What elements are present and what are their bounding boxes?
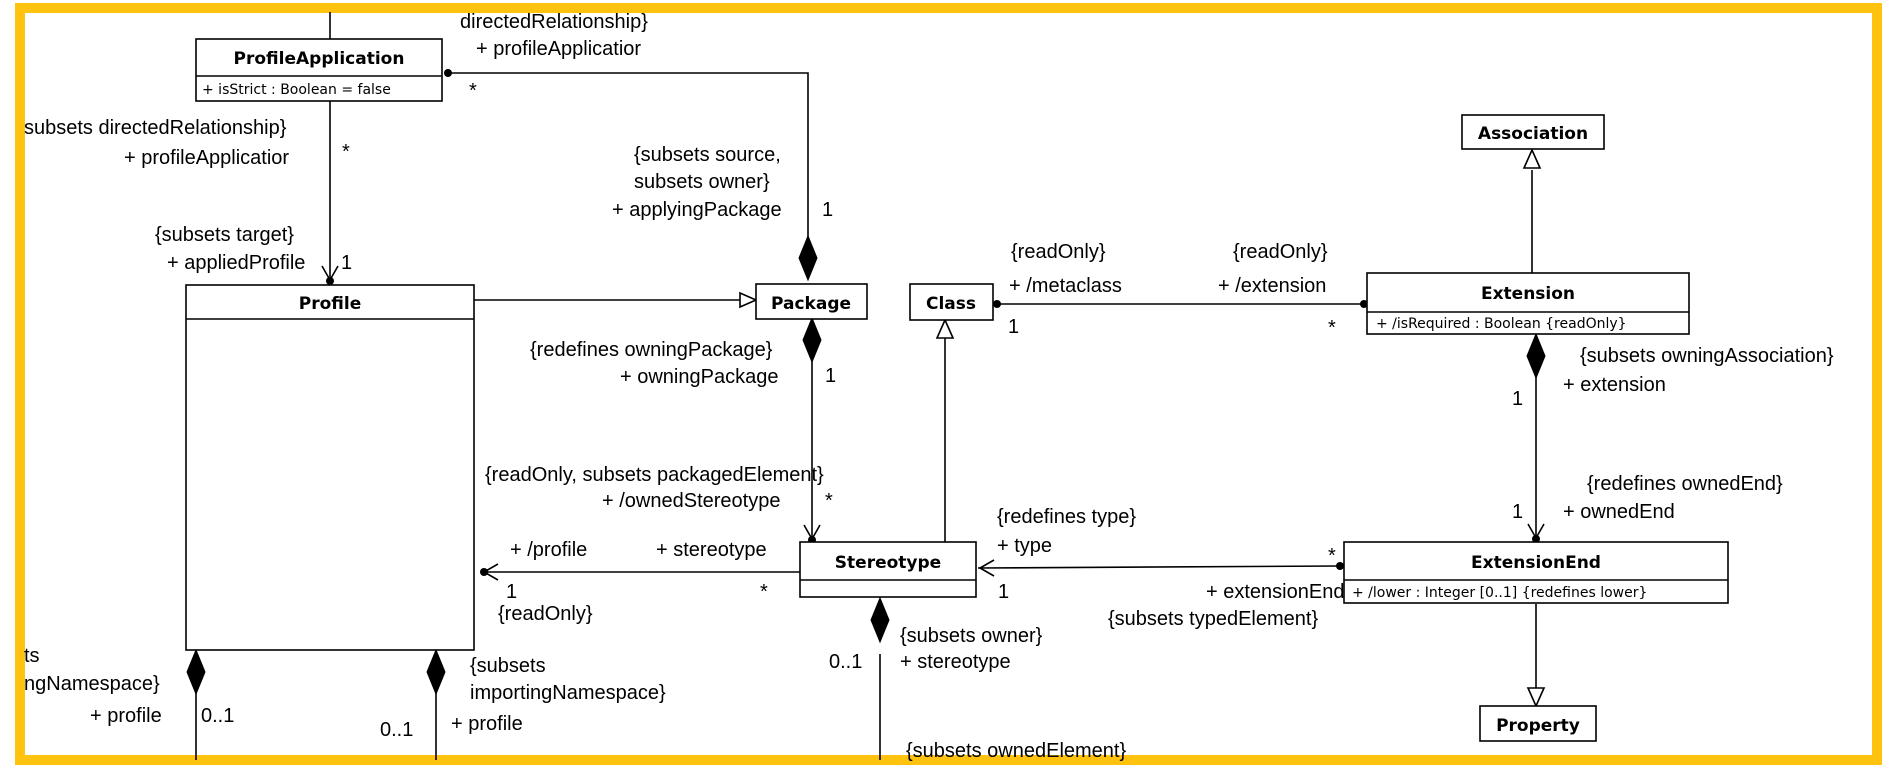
role-label: + profileApplicatior — [476, 38, 641, 60]
ownership-dot — [1532, 535, 1540, 543]
multiplicity-label: * — [760, 581, 768, 603]
ownership-dot — [1336, 562, 1344, 570]
navigable-arrow — [978, 559, 995, 577]
role-label: subsets owner} — [634, 171, 770, 193]
composition-diamond — [426, 648, 446, 696]
multiplicity-label: 1 — [1512, 501, 1523, 523]
class-package[interactable]: Package — [755, 283, 868, 320]
profile-application-to-package-edge — [448, 72, 809, 258]
class-attribute: + /lower : Integer [0..1] {redefines low… — [1352, 585, 1647, 601]
multiplicity-label: 0..1 — [829, 651, 862, 673]
ownership-dot — [326, 277, 334, 285]
role-label: {subsets owningAssociation} — [1580, 345, 1834, 367]
generalization-arrow — [739, 291, 758, 309]
multiplicity-label: 1 — [825, 365, 836, 387]
role-label: {subsets source, — [634, 144, 781, 166]
role-label: + /metaclass — [1009, 275, 1122, 297]
role-label: + owningPackage — [620, 366, 778, 388]
class-name: Association — [1478, 124, 1588, 144]
role-label: {redefines type} — [997, 506, 1136, 528]
class-property[interactable]: Property — [1479, 705, 1597, 742]
composition-diamond — [186, 648, 206, 696]
class-name: Extension — [1481, 284, 1575, 304]
role-label: + /profile — [510, 539, 587, 561]
class-name: ProfileApplication — [234, 49, 405, 69]
role-label: + profileApplicatior — [124, 147, 289, 169]
composition-diamond — [798, 234, 818, 282]
role-label: {subsets ownedElement} — [906, 740, 1126, 762]
role-label: {subsets typedElement} — [1108, 608, 1318, 630]
multiplicity-label: * — [1328, 545, 1336, 567]
role-label: {subsets target} — [155, 224, 294, 246]
role-label: + /ownedStereotype — [602, 490, 780, 512]
role-label: + ownedEnd — [1563, 501, 1675, 523]
role-label: {readOnly} — [1011, 241, 1106, 263]
multiplicity-label: * — [1328, 317, 1336, 339]
role-label: + extension — [1563, 374, 1666, 396]
role-label: + extensionEnd — [1206, 581, 1344, 603]
ownership-dot — [1360, 300, 1368, 308]
class-attribute: + isStrict : Boolean = false — [202, 82, 391, 98]
class-name: Profile — [299, 294, 361, 314]
role-label: {redefines ownedEnd} — [1587, 473, 1783, 495]
class-class[interactable]: Class — [909, 283, 994, 321]
role-label: + type — [997, 535, 1052, 557]
composition-diamond — [802, 316, 822, 364]
multiplicity-label: * — [825, 490, 833, 512]
multiplicity-label: 1 — [1512, 388, 1523, 410]
extension-end-to-stereotype-edge — [977, 565, 1341, 569]
role-label: {readOnly} — [1233, 241, 1328, 263]
ownership-dot — [480, 568, 488, 576]
role-label: {readOnly} — [498, 603, 593, 625]
role-label: directedRelationship} — [460, 11, 648, 33]
composition-diamond — [870, 596, 890, 644]
role-label: ts — [24, 645, 40, 667]
role-label: importingNamespace} — [470, 682, 666, 704]
composition-diamond — [1526, 332, 1546, 380]
class-extension[interactable]: Extension + /isRequired : Boolean {readO… — [1366, 272, 1690, 335]
role-label: {subsets — [470, 655, 546, 677]
class-name: Package — [771, 294, 851, 314]
multiplicity-label: 1 — [341, 252, 352, 274]
multiplicity-label: 1 — [998, 581, 1009, 603]
class-name: Property — [1496, 716, 1580, 736]
diagram-frame — [15, 3, 1882, 765]
multiplicity-label: 0..1 — [201, 705, 234, 727]
multiplicity-label: * — [342, 141, 350, 163]
class-name: ExtensionEnd — [1471, 553, 1601, 573]
class-attribute: + /isRequired : Boolean {readOnly} — [1376, 316, 1627, 332]
role-label: + stereotype — [656, 539, 767, 561]
class-association[interactable]: Association — [1461, 114, 1605, 150]
role-label: + applyingPackage — [612, 199, 782, 221]
class-profile[interactable]: Profile — [185, 284, 475, 651]
role-label: + /extension — [1218, 275, 1326, 297]
ownership-dot — [444, 69, 452, 77]
role-label: + profile — [90, 705, 162, 727]
role-label: {readOnly, subsets packagedElement} — [485, 464, 824, 486]
class-stereotype[interactable]: Stereotype — [799, 541, 977, 598]
role-label: + stereotype — [900, 651, 1011, 673]
class-name: Stereotype — [835, 553, 941, 573]
ownership-dot — [993, 300, 1001, 308]
multiplicity-label: * — [469, 80, 477, 102]
class-name: Class — [926, 294, 976, 314]
role-label: {redefines owningPackage} — [530, 339, 773, 361]
multiplicity-label: 1 — [506, 581, 517, 603]
class-profile-application[interactable]: ProfileApplication + isStrict : Boolean … — [195, 38, 443, 102]
role-label: ngNamespace} — [24, 673, 160, 695]
role-label: + profile — [451, 713, 523, 735]
multiplicity-label: 1 — [822, 199, 833, 221]
role-label: {subsets owner} — [900, 625, 1043, 647]
multiplicity-label: 1 — [1008, 316, 1019, 338]
generalization-arrow — [1522, 148, 1542, 169]
multiplicity-label: 0..1 — [380, 719, 413, 741]
generalization-arrow — [935, 318, 955, 339]
generalization-arrow — [1526, 687, 1546, 708]
role-label: subsets directedRelationship} — [24, 117, 287, 139]
class-extension-end[interactable]: ExtensionEnd + /lower : Integer [0..1] {… — [1343, 541, 1729, 604]
role-label: + appliedProfile — [167, 252, 305, 274]
